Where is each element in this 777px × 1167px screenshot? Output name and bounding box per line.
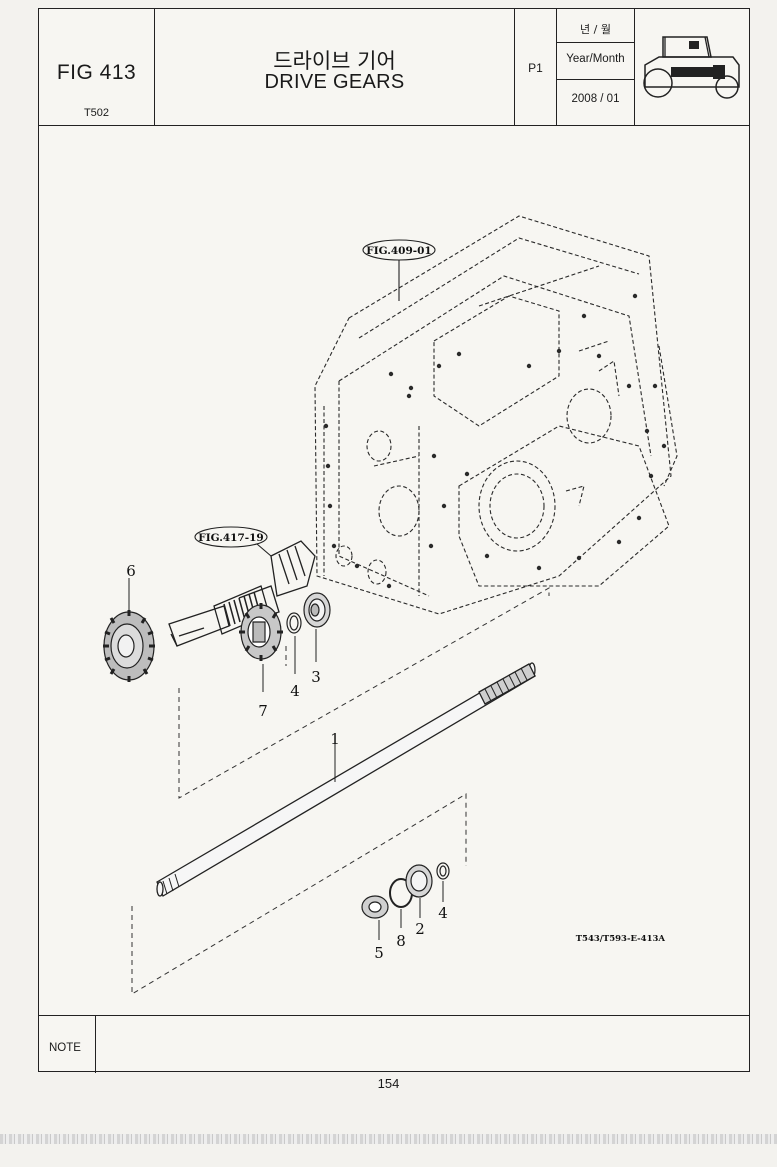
note-label: NOTE (49, 1042, 81, 1054)
page-number: 154 (377, 1076, 400, 1091)
drawing-code: T543/T593-E-413A (576, 934, 666, 944)
page-part-cell: P1 (515, 9, 557, 125)
date-value: 2008 / 01 (571, 93, 620, 105)
parts-sheet: FIG 413 T502 드라이브 기어 DRIVE GEARS P1 년 / … (38, 8, 750, 1073)
callout-3: 3 (311, 668, 321, 686)
icon-cell (635, 9, 751, 125)
tractor-icon (643, 36, 740, 99)
title-english: DRIVE GEARS (264, 71, 405, 93)
title-cell: 드라이브 기어 DRIVE GEARS (155, 9, 515, 125)
fig-number: FIG 413 (56, 61, 137, 84)
date-label-english: Year/Month (566, 53, 625, 65)
callout-4: 4 (290, 682, 300, 700)
note-box: NOTE (39, 1015, 749, 1073)
callout-6: 6 (126, 562, 136, 580)
date-label-korean: 년 / 월 (580, 23, 611, 36)
callout-1: 1 (330, 730, 340, 748)
fig-ref-417: FIG.417-19 (198, 532, 264, 544)
callout-8: 8 (396, 932, 406, 950)
page-part: P1 (528, 61, 543, 75)
exploded-parts-drawing: FIG.409-01 FIG.417-19 (103, 215, 678, 995)
title-korean: 드라이브 기어 (273, 49, 396, 73)
fig-cell: FIG 413 T502 (39, 9, 155, 125)
scan-edge (0, 1134, 777, 1144)
callout-7: 7 (258, 702, 268, 720)
callout-4-lower: 4 (438, 904, 448, 922)
callout-2: 2 (415, 920, 425, 938)
fig-ref-409: FIG.409-01 (366, 245, 432, 257)
date-cell: 년 / 월 Year/Month 2008 / 01 (557, 9, 635, 125)
sheet-header: FIG 413 T502 드라이브 기어 DRIVE GEARS P1 년 / … (39, 9, 749, 126)
model-code: T502 (83, 107, 110, 119)
callout-5: 5 (374, 944, 384, 962)
